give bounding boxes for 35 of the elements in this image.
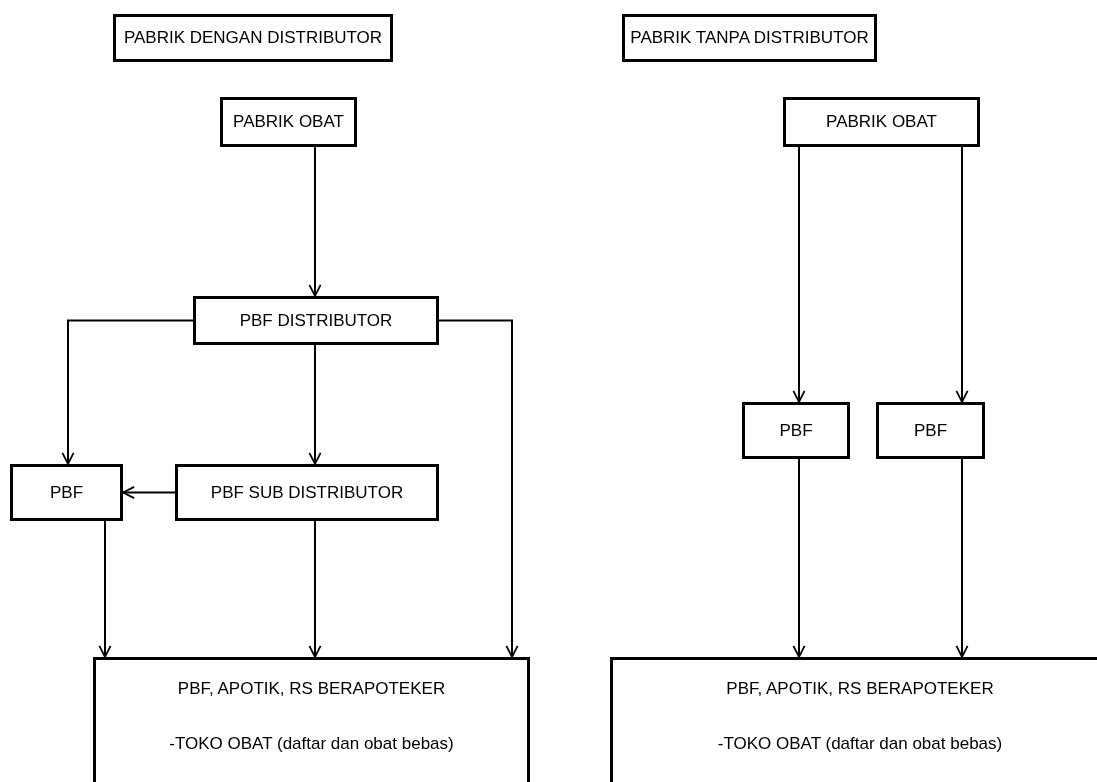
node-label: PBF SUB DISTRIBUTOR	[210, 481, 404, 504]
arrow	[438, 319, 519, 658]
arrow	[792, 458, 806, 658]
node-label: PABRIK OBAT	[233, 111, 344, 133]
node-label: PABRIK DENGAN DISTRIBUTOR	[123, 27, 383, 49]
arrow	[792, 146, 806, 403]
arrow	[308, 344, 322, 465]
node-label: PABRIK OBAT	[826, 111, 937, 133]
process-box	[876, 402, 985, 459]
node-label: PBF	[913, 419, 948, 442]
node-label: -TOKO OBAT (daftar dan obat bebas)	[169, 733, 454, 755]
node-label: PBF	[49, 481, 84, 504]
node-label: PABRIK TANPA DISTRIBUTOR	[630, 27, 869, 49]
arrow	[98, 520, 112, 658]
process-box	[220, 97, 357, 147]
node-label: PBF	[779, 419, 813, 442]
process-box	[10, 464, 123, 521]
destination-box	[610, 657, 1097, 782]
destination-box	[93, 657, 530, 782]
arrow	[955, 458, 969, 658]
node-label: -TOKO OBAT (daftar dan obat bebas)	[717, 733, 1003, 755]
process-box	[193, 296, 439, 345]
arrow	[955, 146, 969, 403]
process-box	[175, 464, 439, 521]
node-label: PBF, APOTIK, RS BERAPOTEKER	[177, 678, 446, 700]
process-box	[622, 14, 877, 62]
arrow	[122, 486, 176, 499]
process-box	[783, 97, 980, 147]
node-label: PBF, APOTIK, RS BERAPOTEKER	[726, 678, 994, 700]
arrow	[61, 319, 194, 465]
process-box	[113, 14, 393, 62]
arrow	[308, 146, 322, 297]
arrow	[308, 520, 322, 658]
node-label: PBF DISTRIBUTOR	[239, 309, 393, 332]
process-box	[742, 402, 850, 459]
